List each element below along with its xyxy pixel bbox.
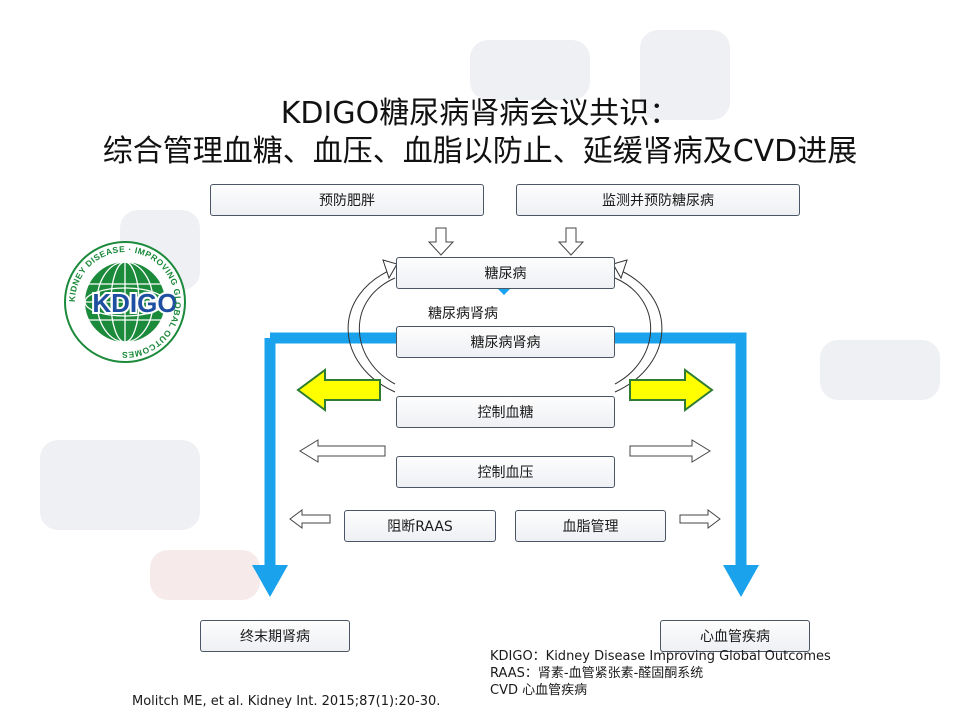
right-curved-arrowhead	[612, 259, 628, 280]
yellow-right-arrow	[629, 368, 714, 412]
right-curved-arrow-inner	[614, 277, 652, 385]
down-arrow-icon	[557, 227, 585, 256]
abbreviation-notes: KDIGO：Kidney Disease Improving Global Ou…	[490, 648, 831, 699]
note-raas: RAAS：肾素-血管紧张素-醛固酮系统	[490, 666, 704, 681]
right-blue-arrow	[614, 332, 747, 570]
dkd-label: 糖尿病肾病	[428, 306, 498, 322]
background-decoration	[640, 30, 730, 120]
background-decoration	[470, 40, 590, 100]
box-cvd: 心血管疾病	[660, 620, 810, 652]
kdigo-logo-wordmark: KDIGO	[92, 288, 177, 318]
left-curved-arrow-inner	[358, 277, 396, 385]
page-title: KDIGO糖尿病肾病会议共识： 综合管理血糖、血压、血脂以防止、延缓肾病及CVD…	[0, 95, 960, 171]
hollow-right-arrow	[629, 439, 711, 463]
down-arrow-icon	[427, 227, 455, 256]
box-control-bp: 控制血压	[396, 456, 615, 488]
left-curved-arrowhead	[382, 259, 398, 280]
box-block-raas: 阻断RAAS	[344, 510, 496, 542]
box-diabetes: 糖尿病	[396, 257, 615, 289]
down-triangle-icon	[498, 289, 510, 295]
box-dkd: 糖尿病肾病	[396, 326, 615, 358]
note-kdigo: KDIGO：Kidney Disease Improving Global Ou…	[490, 649, 831, 664]
hollow-left-small-arrow	[289, 509, 331, 529]
yellow-left-arrow	[296, 368, 381, 412]
hollow-right-small-arrow	[679, 509, 721, 529]
box-lipid-mgmt: 血脂管理	[515, 510, 666, 542]
title-line-1: KDIGO糖尿病肾病会议共识：	[280, 96, 680, 131]
background-decoration	[150, 550, 260, 600]
citation: Molitch ME, et al. Kidney Int. 2015;87(1…	[132, 694, 441, 709]
kdigo-logo: KDIGO KIDNEY DISEASE · IMPROVING GLOBAL …	[64, 241, 186, 363]
hollow-left-arrow	[299, 439, 386, 463]
box-esrd: 终末期肾病	[200, 620, 350, 652]
left-blue-arrow	[264, 332, 396, 570]
left-curved-arrow	[347, 267, 396, 393]
box-monitor-diabetes: 监测并预防糖尿病	[516, 184, 800, 216]
title-line-2: 综合管理血糖、血压、血脂以防止、延缓肾病及CVD进展	[102, 134, 858, 169]
right-curved-arrow	[614, 267, 663, 393]
background-decoration	[40, 440, 200, 530]
box-prevent-obesity: 预防肥胖	[210, 184, 484, 216]
right-blue-arrowhead	[723, 565, 759, 597]
note-cvd: CVD 心血管疾病	[490, 683, 588, 698]
background-decoration	[820, 340, 940, 400]
left-blue-arrowhead	[252, 565, 288, 597]
box-control-glucose: 控制血糖	[396, 396, 615, 428]
